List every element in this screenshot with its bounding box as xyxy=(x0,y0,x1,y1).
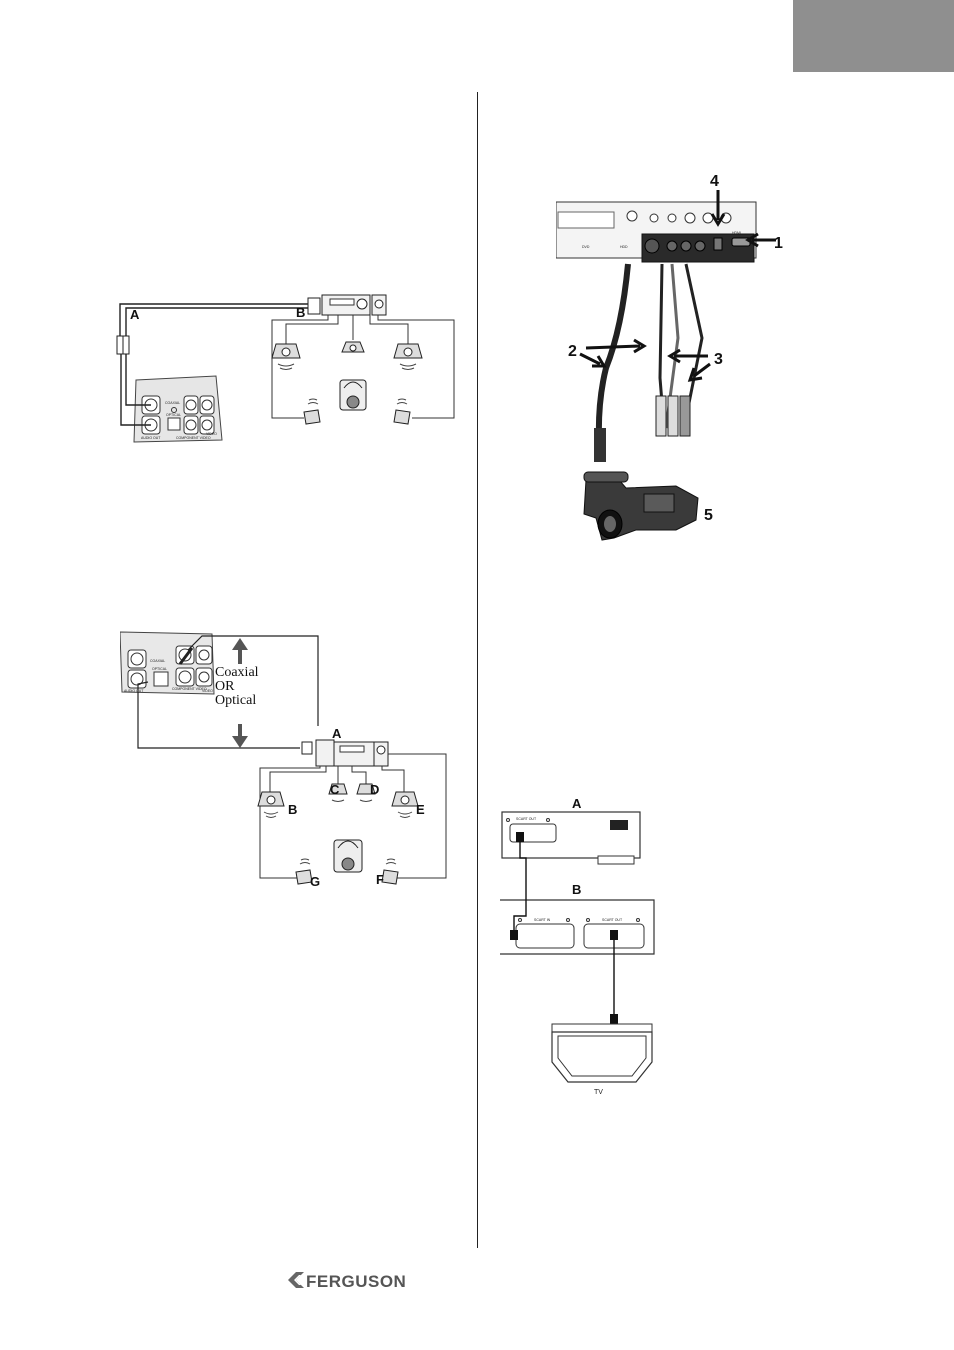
camcorder xyxy=(584,472,698,540)
panel-label-hdmi: HDMI xyxy=(732,231,741,235)
s-video-plug xyxy=(594,428,606,462)
center-speaker xyxy=(342,342,364,352)
front-left-speaker xyxy=(258,792,284,818)
label-3: 3 xyxy=(714,351,723,368)
player-back-panel: COAXIAL OPTICAL AUDIO OUT COMPONENT VIDE… xyxy=(120,632,214,694)
rca-plug-right xyxy=(680,396,690,436)
front-right-speaker xyxy=(392,792,418,818)
rear-left-speaker xyxy=(304,399,320,424)
television xyxy=(552,1024,652,1082)
digital-audio-connection-diagram: COAXIAL OPTICAL AUDIO OUT COMPONENT VIDE… xyxy=(120,628,452,890)
label-g: G xyxy=(310,874,320,889)
label-b: B xyxy=(296,305,305,320)
front-right-speaker xyxy=(394,344,422,370)
note-coaxial: Coaxial xyxy=(215,665,259,680)
rca-plug-video xyxy=(656,396,666,436)
panel-label-optical: OPTICAL xyxy=(166,413,181,417)
ferguson-logo-icon xyxy=(288,1272,304,1288)
note-optical: Optical xyxy=(215,693,256,708)
panel-logo-hdd: HDD xyxy=(620,245,628,249)
panel-label-scart-out-b: SCART OUT xyxy=(602,918,623,922)
recorder-b: SCART IN SCART OUT xyxy=(500,900,654,954)
stereo-connection-diagram: COAXIAL OPTICAL AUDIO OUT COMPONENT VIDE… xyxy=(108,292,458,444)
rear-right-speaker xyxy=(382,859,398,884)
panel-label-scart-in: SCART IN xyxy=(534,918,551,922)
scart-connection-diagram: A SCART OUT B SCART IN SCART OUT xyxy=(498,796,656,1098)
label-d: D xyxy=(370,782,379,797)
panel-label-audio-out: AUDIO OUT xyxy=(124,689,144,693)
listener-figure xyxy=(340,380,366,410)
section-tab xyxy=(793,0,954,72)
rear-right-speaker xyxy=(394,399,410,424)
label-a: A xyxy=(572,796,582,811)
brand-name: FERGUSON xyxy=(306,1272,406,1291)
panel-label-coaxial: COAXIAL xyxy=(165,401,180,405)
amplifier-unit xyxy=(308,295,386,315)
label-5: 5 xyxy=(704,507,713,524)
label-1: 1 xyxy=(774,235,783,252)
down-arrow xyxy=(232,724,248,748)
listener-figure xyxy=(334,840,362,872)
up-arrow xyxy=(232,638,248,664)
amplifier-unit xyxy=(302,740,388,766)
player-back-panel: COAXIAL OPTICAL AUDIO OUT COMPONENT VIDE… xyxy=(134,376,222,442)
column-divider xyxy=(477,92,478,1248)
front-left-speaker xyxy=(272,344,300,370)
label-f: F xyxy=(376,872,384,887)
panel-label-video: VIDEO xyxy=(202,689,213,693)
panel-label-scart-out-a: SCART OUT xyxy=(516,817,537,821)
ferguson-logo: FERGUSON xyxy=(286,1268,434,1292)
label-a: A xyxy=(130,307,140,322)
rca-plug-left xyxy=(668,396,678,436)
panel-label-audio-out: AUDIO OUT xyxy=(141,436,161,440)
camcorder-connection-diagram: DVD HDD HDMI xyxy=(556,168,786,548)
label-c: C xyxy=(330,782,340,797)
panel-logo-dvd: DVD xyxy=(582,245,590,249)
label-b: B xyxy=(572,882,581,897)
panel-label-video: VIDEO xyxy=(206,432,217,436)
label-b: B xyxy=(288,802,297,817)
player-front-panel: DVD HDD HDMI xyxy=(556,202,756,262)
panel-label-optical: OPTICAL xyxy=(152,667,167,671)
label-a: A xyxy=(332,726,342,741)
label-4: 4 xyxy=(710,173,719,190)
label-tv: TV xyxy=(594,1089,603,1096)
label-e: E xyxy=(416,802,425,817)
panel-label-coaxial: COAXIAL xyxy=(150,659,165,663)
note-or: OR xyxy=(215,679,235,694)
label-2: 2 xyxy=(568,343,577,360)
panel-label-component-video: COMPONENT VIDEO xyxy=(176,436,211,440)
